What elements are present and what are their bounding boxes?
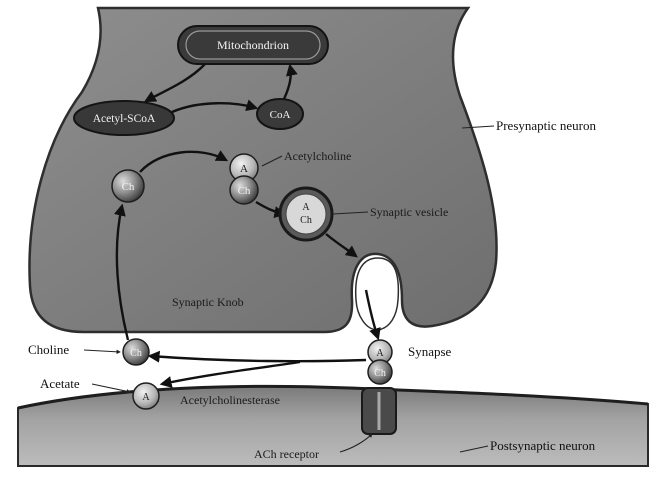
synaptic-vesicle-label: Synaptic vesicle: [370, 205, 448, 219]
presynaptic-neuron-label: Presynaptic neuron: [496, 118, 597, 133]
arrow-ache-to-acetate: [162, 362, 300, 384]
synapse-label: Synapse: [408, 344, 452, 359]
choline-leader: [84, 350, 120, 352]
ach-cleft-ch-label: Ch: [374, 368, 386, 379]
vesicle-a-label: A: [302, 202, 310, 213]
acetyl-scoa-label: Acetyl-SCoA: [93, 113, 156, 125]
acetate-leader: [92, 384, 130, 392]
synaptic-knob-label: Synaptic Knob: [172, 295, 244, 309]
ach-ch-label: Ch: [238, 185, 251, 197]
acetate-a-label: A: [142, 392, 150, 403]
ach-cleft-a-label: A: [376, 348, 384, 359]
exocytosis-opening: [356, 258, 399, 330]
choline-cleft-label: Ch: [130, 348, 142, 359]
ach-receptor-label: ACh receptor: [254, 447, 319, 461]
choline-label: Choline: [28, 342, 69, 357]
mitochondrion-label: Mitochondrion: [217, 38, 289, 52]
choline-inner-label: Ch: [122, 181, 135, 193]
acetylcholine-label: Acetylcholine: [284, 149, 351, 163]
acetate-label: Acetate: [40, 376, 80, 391]
arrow-ache-to-choline: [150, 356, 366, 361]
vesicle-ach-label: Ch: [300, 215, 312, 226]
postsynaptic-neuron-label: Postsynaptic neuron: [490, 438, 596, 453]
ach-a-label: A: [240, 163, 248, 175]
coa-label: CoA: [270, 109, 291, 121]
acetylcholinesterase-label: Acetylcholinesterase: [180, 393, 280, 407]
synaptic-vesicle-inner: [286, 194, 326, 234]
